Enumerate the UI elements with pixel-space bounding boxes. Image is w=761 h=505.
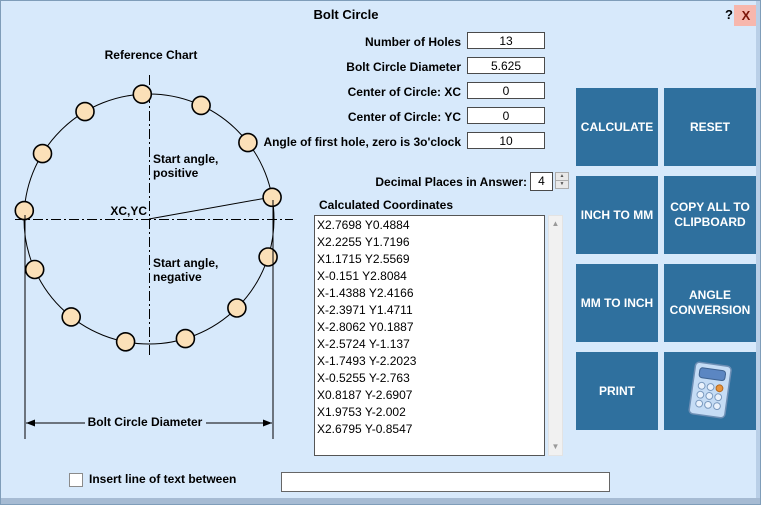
bolt-circle-diameter-input[interactable] [467,57,545,74]
number-of-holes-input[interactable] [467,32,545,49]
first-hole-angle-label: Angle of first hole, zero is 3o'clock [263,135,461,149]
help-button[interactable]: ? [725,7,733,22]
action-button-grid: CALCULATE RESET INCH TO MM COPY ALL TO C… [576,88,756,430]
window-right-edge [756,1,760,504]
calculator-button[interactable] [664,352,756,430]
center-yc-label: Center of Circle: YC [347,110,461,124]
coordinate-line: X-0.5255 Y-2.763 [317,371,410,385]
bolt-circle-diameter-label: Bolt Circle Diameter [87,415,203,429]
calculate-button[interactable]: CALCULATE [576,88,658,166]
insert-line-checkbox-label: Insert line of text between [89,472,237,486]
bolt-circle-diameter-field-label: Bolt Circle Diameter [346,60,461,74]
coordinate-line: X-1.7493 Y-2.2023 [317,354,417,368]
coordinates-scrollbar[interactable]: ▲ ▼ [548,215,563,456]
angle-conversion-button[interactable]: ANGLE CONVERSION [664,264,756,342]
coordinate-line: X2.7698 Y0.4884 [317,218,410,232]
coordinate-line: X-1.4388 Y2.4166 [317,286,414,300]
coordinate-line: X1.9753 Y-2.002 [317,405,406,419]
reference-chart-title: Reference Chart [104,48,198,62]
close-button[interactable]: X [734,5,758,26]
coordinate-line: X-2.8062 Y0.1887 [317,320,414,334]
start-angle-positive-label: Start angle, positive [153,152,219,180]
copy-all-to-clipboard-button[interactable]: COPY ALL TO CLIPBOARD [664,176,756,254]
insert-line-text-input[interactable] [281,472,610,492]
inch-to-mm-button[interactable]: INCH TO MM [576,176,658,254]
first-hole-angle-input[interactable] [467,132,545,149]
center-xc-input[interactable] [467,82,545,99]
reset-button[interactable]: RESET [664,88,756,166]
scroll-down-icon[interactable]: ▼ [551,442,560,451]
decimal-places-value[interactable]: 4 [530,172,553,191]
coordinate-line: X-2.5724 Y-1.137 [317,337,410,351]
mm-to-inch-button[interactable]: MM TO INCH [576,264,658,342]
coordinate-line: X2.6795 Y-0.8547 [317,422,413,436]
start-angle-negative-label: Start angle, negative [153,256,219,284]
center-yc-input[interactable] [467,107,545,124]
print-button[interactable]: PRINT [576,352,658,430]
coordinate-line: X-0.151 Y2.8084 [317,269,407,283]
spinner-down-icon[interactable]: ▼ [555,180,569,189]
coordinate-line: X0.8187 Y-2.6907 [317,388,413,402]
window-title: Bolt Circle [313,7,379,22]
calculator-icon [688,361,732,419]
center-xc-label: Center of Circle: XC [347,85,461,99]
scroll-up-icon[interactable]: ▲ [551,219,560,228]
coordinate-line: X1.1715 Y2.5569 [317,252,410,266]
insert-line-checkbox[interactable] [69,473,83,487]
number-of-holes-label: Number of Holes [364,35,461,49]
coordinates-listbox[interactable]: X2.7698 Y0.4884 X2.2255 Y1.7196 X1.1715 … [314,215,545,456]
calculated-coordinates-label: Calculated Coordinates [319,198,454,212]
coordinate-line: X-2.3971 Y1.4711 [317,303,413,317]
window-bottom-edge [1,498,760,504]
start-angle-line [148,196,273,220]
bolt-holes [14,84,282,352]
coordinate-line: X2.2255 Y1.7196 [317,235,410,249]
center-xcyc-label: XC,YC [110,204,147,218]
decimal-places-spinner: ▲ ▼ [555,172,569,191]
decimal-places-label: Decimal Places in Answer: [375,175,527,189]
